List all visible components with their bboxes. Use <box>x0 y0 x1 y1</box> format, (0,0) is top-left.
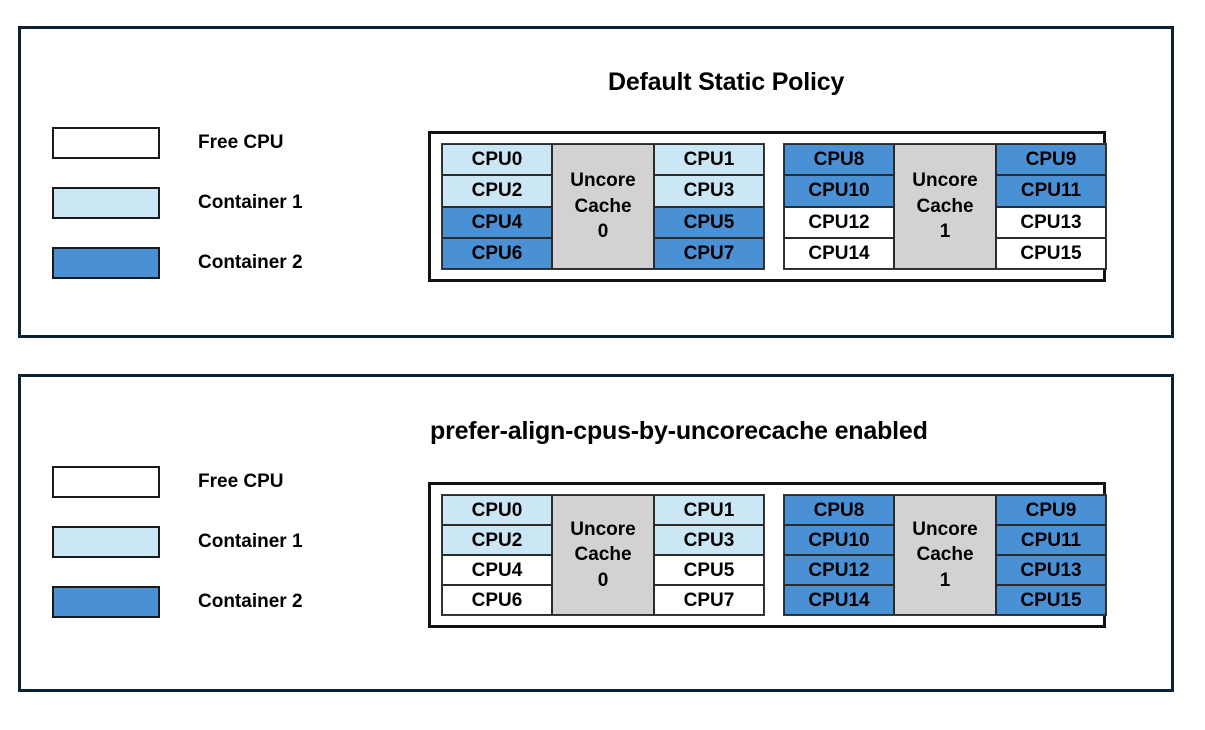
cpu-cell: CPU1 <box>654 144 764 176</box>
cpu-cell: CPU7 <box>654 585 764 615</box>
cpu-column-right-0: CPU1 CPU3 CPU5 CPU7 <box>654 144 764 269</box>
legend-default-static-policy: Free CPU Container 1 Container 2 <box>52 125 382 281</box>
cpu-topology-diagram-default: CPU0 CPU2 CPU4 CPU6 Uncore Cache 0 CPU1 … <box>428 131 1107 282</box>
cpu-cell: CPU4 <box>442 555 552 585</box>
cpu-column-left-1: CPU8 CPU10 CPU12 CPU14 <box>784 495 894 615</box>
uncore-cache-line-1: Uncore <box>570 170 636 192</box>
legend-label-free-cpu: Free CPU <box>198 471 284 492</box>
cpu-column-right-1: CPU9 CPU11 CPU13 CPU15 <box>996 144 1106 269</box>
cpu-cell: CPU12 <box>784 206 894 238</box>
cpu-column-left-1: CPU8 CPU10 CPU12 CPU14 <box>784 144 894 269</box>
cpu-cell: CPU11 <box>996 175 1106 207</box>
uncore-cache-index: 0 <box>597 221 609 243</box>
cpu-column-right-1: CPU9 CPU11 CPU13 CPU15 <box>996 495 1106 615</box>
uncore-cache-index: 1 <box>939 221 951 243</box>
cpu-cell: CPU9 <box>996 495 1106 525</box>
cpu-cell: CPU4 <box>442 206 552 238</box>
legend-swatch-free-cpu <box>52 127 160 159</box>
cpu-cell: CPU10 <box>784 175 894 207</box>
uncore-cache-label-1: Uncore Cache 1 <box>894 495 996 615</box>
uncore-cache-line-2: Cache <box>916 195 974 217</box>
uncore-cache-label-0: Uncore Cache 0 <box>552 144 654 269</box>
uncore-cache-label-0: Uncore Cache 0 <box>552 495 654 615</box>
cpu-cell: CPU3 <box>654 525 764 555</box>
legend-item-free-cpu: Free CPU <box>52 464 382 500</box>
cpu-cell: CPU0 <box>442 144 552 176</box>
cpu-cell: CPU15 <box>996 237 1106 269</box>
legend-swatch-container-1 <box>52 526 160 558</box>
legend-item-container-2: Container 2 <box>52 245 382 281</box>
cpu-cell: CPU15 <box>996 585 1106 615</box>
cpu-cell: CPU10 <box>784 525 894 555</box>
legend-label-container-2: Container 2 <box>198 591 303 612</box>
uncore-cache-line-2: Cache <box>574 544 632 566</box>
uncore-cache-line-1: Uncore <box>912 518 978 540</box>
legend-swatch-container-2 <box>52 586 160 618</box>
cpu-cell: CPU6 <box>442 585 552 615</box>
cpu-cell: CPU13 <box>996 206 1106 238</box>
legend-item-container-2: Container 2 <box>52 584 382 620</box>
cpu-column-left-0: CPU0 CPU2 CPU4 CPU6 <box>442 144 552 269</box>
legend-label-container-1: Container 1 <box>198 192 303 213</box>
legend-item-container-1: Container 1 <box>52 524 382 560</box>
uncore-cache-line-2: Cache <box>574 195 632 217</box>
cpu-cell: CPU2 <box>442 525 552 555</box>
cpu-cell: CPU12 <box>784 555 894 585</box>
legend-swatch-container-1 <box>52 187 160 219</box>
cpu-cell: CPU2 <box>442 175 552 207</box>
legend-label-container-1: Container 1 <box>198 531 303 552</box>
cpu-cell: CPU6 <box>442 237 552 269</box>
uncore-cache-index: 1 <box>939 569 951 591</box>
cpu-cell: CPU9 <box>996 144 1106 176</box>
cpu-cell: CPU5 <box>654 555 764 585</box>
legend-label-container-2: Container 2 <box>198 252 303 273</box>
legend-swatch-container-2 <box>52 247 160 279</box>
cpu-cell: CPU14 <box>784 237 894 269</box>
uncore-cache-line-2: Cache <box>916 544 974 566</box>
page-title-prefer-align-cpus-by-uncorecache: prefer-align-cpus-by-uncorecache enabled <box>430 417 928 445</box>
cpu-cell: CPU5 <box>654 206 764 238</box>
cpu-cell: CPU13 <box>996 555 1106 585</box>
legend-label-free-cpu: Free CPU <box>198 132 284 153</box>
legend-item-free-cpu: Free CPU <box>52 125 382 161</box>
cpu-cell: CPU3 <box>654 175 764 207</box>
uncore-cache-group-1: CPU8 CPU10 CPU12 CPU14 Uncore Cache 1 CP… <box>783 143 1107 270</box>
cpu-cell: CPU7 <box>654 237 764 269</box>
cpu-cell: CPU1 <box>654 495 764 525</box>
cpu-column-right-0: CPU1 CPU3 CPU5 CPU7 <box>654 495 764 615</box>
uncore-cache-group-0: CPU0 CPU2 CPU4 CPU6 Uncore Cache 0 CPU1 … <box>441 143 765 270</box>
uncore-cache-index: 0 <box>597 569 609 591</box>
cpu-cell: CPU8 <box>784 144 894 176</box>
uncore-cache-group-1: CPU8 CPU10 CPU12 CPU14 Uncore Cache 1 CP… <box>783 494 1107 616</box>
legend-item-container-1: Container 1 <box>52 185 382 221</box>
legend-swatch-free-cpu <box>52 466 160 498</box>
uncore-cache-group-0: CPU0 CPU2 CPU4 CPU6 Uncore Cache 0 CPU1 … <box>441 494 765 616</box>
page-title-default-static-policy: Default Static Policy <box>608 68 845 96</box>
legend-prefer-align-cpus-by-uncorecache: Free CPU Container 1 Container 2 <box>52 464 382 620</box>
cpu-cell: CPU8 <box>784 495 894 525</box>
uncore-cache-line-1: Uncore <box>570 518 636 540</box>
uncore-cache-line-1: Uncore <box>912 170 978 192</box>
cpu-topology-diagram-prefer-align: CPU0 CPU2 CPU4 CPU6 Uncore Cache 0 CPU1 … <box>428 482 1107 628</box>
cpu-cell: CPU11 <box>996 525 1106 555</box>
cpu-column-left-0: CPU0 CPU2 CPU4 CPU6 <box>442 495 552 615</box>
cpu-cell: CPU14 <box>784 585 894 615</box>
cpu-cell: CPU0 <box>442 495 552 525</box>
uncore-cache-label-1: Uncore Cache 1 <box>894 144 996 269</box>
